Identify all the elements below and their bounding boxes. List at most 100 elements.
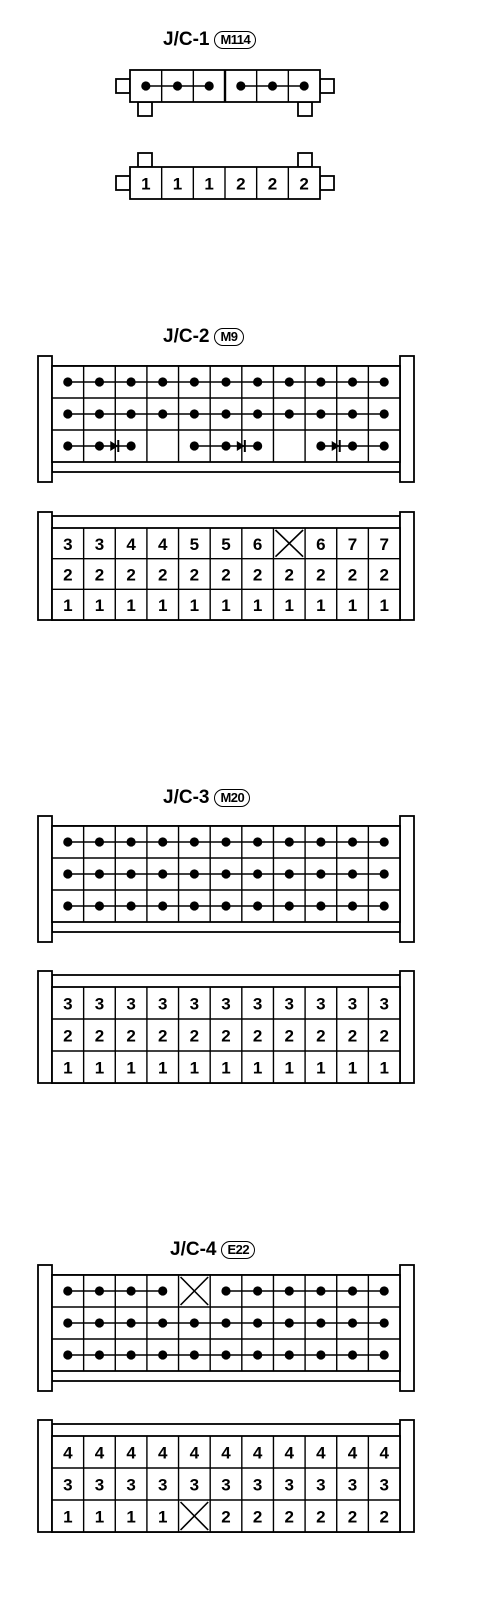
- jc3-pin-number: 2: [379, 1027, 388, 1046]
- jc2-pins-right-latch: [399, 511, 415, 621]
- jc3-face-pin-dot: [126, 837, 136, 847]
- jc3-face-pin-dot: [189, 837, 199, 847]
- jc3-face-pin-dot: [94, 869, 105, 879]
- jc3-pin-number: 1: [379, 1059, 388, 1078]
- jc3-face-pin-dot: [284, 837, 294, 847]
- jc4-pins-right-latch: [399, 1419, 415, 1533]
- jc4-pin-number: 4: [126, 1444, 136, 1463]
- jc4-pin-number: 1: [158, 1508, 167, 1527]
- jc3-label: J/C-3: [163, 787, 210, 808]
- jc2-face-pin-dot: [316, 409, 326, 419]
- jc4-pins-left-latch: [37, 1419, 53, 1533]
- jc4-face-pin-dot: [284, 1350, 294, 1360]
- jc2-pin-number: 1: [379, 596, 388, 615]
- jc2-face-diode: [236, 440, 246, 452]
- jc2-pin-number: 1: [253, 596, 262, 615]
- jc1-pin-number: 2: [299, 175, 308, 194]
- jc4-face-pin-dot: [94, 1318, 105, 1328]
- jc3-face-pin-dot: [347, 869, 358, 879]
- jc4-title: J/C-4 E22: [170, 1239, 256, 1261]
- jc4-face-pin-dot: [379, 1350, 389, 1360]
- jc3-face-pin-dot: [253, 837, 263, 847]
- jc3-face-pin-dot: [379, 837, 389, 847]
- jc4-pin-number: 3: [316, 1476, 325, 1495]
- jc3-pin-number: 3: [379, 995, 388, 1014]
- jc2-pin-number: 3: [63, 535, 72, 554]
- jc3-face-pin-dot: [379, 869, 389, 879]
- jc1-face-pin-dot: [204, 81, 214, 91]
- jc3-pin-number: 3: [190, 995, 199, 1014]
- jc2-face-pin-dot: [253, 409, 263, 419]
- jc4-pin-number: 2: [253, 1508, 262, 1527]
- jc1-face-right-tab: [319, 78, 335, 94]
- jc2-face-pin-dot: [316, 441, 326, 451]
- jc3-face-pin-dot: [284, 869, 294, 879]
- jc3-pin-number: 1: [63, 1059, 72, 1078]
- jc2-face-pin-dot: [158, 409, 168, 419]
- jc2-face-pin-dot: [253, 441, 263, 451]
- jc4-code-badge: E22: [221, 1241, 256, 1259]
- jc4-pin-number: 2: [285, 1508, 294, 1527]
- jc2-face-diode: [110, 440, 120, 452]
- jc4-pin-number: 3: [348, 1476, 357, 1495]
- jc2-pin-number: 7: [379, 535, 388, 554]
- jc2-face-right-latch: [399, 355, 415, 483]
- jc1-face-pin-dot: [236, 81, 246, 91]
- jc2-face-pin-dot: [126, 409, 136, 419]
- jc2-pin-number: 2: [126, 566, 135, 585]
- jc2-face-pin-dot: [347, 409, 358, 419]
- jc4-face-blank-cavity: [179, 1276, 209, 1306]
- jc2-pin-number: 6: [316, 535, 325, 554]
- jc3-pin-number: 3: [316, 995, 325, 1014]
- jc4-pin-number: 3: [379, 1476, 388, 1495]
- jc2-face-pin-dot: [63, 409, 73, 419]
- jc2-face-pin-dot: [284, 377, 294, 387]
- jc4-pin-number: 3: [63, 1476, 72, 1495]
- jc3-pin-number: 2: [126, 1027, 135, 1046]
- jc2-code-badge: M9: [214, 328, 244, 346]
- jc3-face-pin-dot: [158, 901, 168, 911]
- jc2-pin-number: 5: [221, 535, 230, 554]
- jc3-pins-right-latch: [399, 970, 415, 1084]
- jc4-face-pin-dot: [158, 1286, 168, 1296]
- jc3-face-pin-dot: [316, 901, 326, 911]
- jc4-pin-number: 2: [379, 1508, 388, 1527]
- jc4-pin-number: 4: [285, 1444, 295, 1463]
- jc4-face-pin-dot: [347, 1286, 358, 1296]
- jc2-pin-number: 7: [348, 535, 357, 554]
- jc1-label: J/C-1: [163, 29, 210, 50]
- jc2-face-pin-dot: [379, 409, 389, 419]
- jc3-pin-number: 1: [348, 1059, 357, 1078]
- jc1-face-pin-dot: [267, 81, 278, 91]
- jc2-face-pin-dot: [253, 377, 263, 387]
- jc3-face-pin-dot: [63, 869, 73, 879]
- jc4-face-pin-dot: [316, 1350, 326, 1360]
- jc2-pin-number: 5: [190, 535, 199, 554]
- jc1-face-pin-dot: [141, 81, 151, 91]
- cross-line: [274, 529, 304, 558]
- jc3-face-pin-dot: [126, 869, 136, 879]
- jc3-pin-number: 2: [253, 1027, 262, 1046]
- jc2-face-pin-dot: [63, 441, 73, 451]
- jc1-pin-number: 2: [268, 175, 277, 194]
- jc4-face-pin-dot: [347, 1318, 358, 1328]
- jc2-pins-blank-cavity: [274, 529, 304, 558]
- jc3-title: J/C-3 M20: [163, 787, 251, 809]
- jc4-pin-number: 4: [253, 1444, 263, 1463]
- jc4-pin-number: 2: [316, 1508, 325, 1527]
- jc4-face-left-latch: [37, 1264, 53, 1392]
- jc1-face-pin-dot: [299, 81, 309, 91]
- jc4-pins-blank-cavity: [179, 1501, 209, 1531]
- cross-line: [179, 1501, 209, 1531]
- jc4-face-pin-dot: [284, 1286, 294, 1296]
- jc2-face-pin-dot: [94, 409, 105, 419]
- jc4-face-pin-dot: [94, 1350, 105, 1360]
- jc2-face-pin-dot: [221, 409, 231, 419]
- jc1-pin-number: 2: [236, 175, 245, 194]
- jc4-pin-number: 3: [221, 1476, 230, 1495]
- jc2-face-pin-dot: [316, 377, 326, 387]
- jc2-face-pin-dot: [63, 377, 73, 387]
- jc3-face-pin-dot: [63, 901, 73, 911]
- jc4-face-pin-dot: [126, 1286, 136, 1296]
- jc4-pin-number: 3: [190, 1476, 199, 1495]
